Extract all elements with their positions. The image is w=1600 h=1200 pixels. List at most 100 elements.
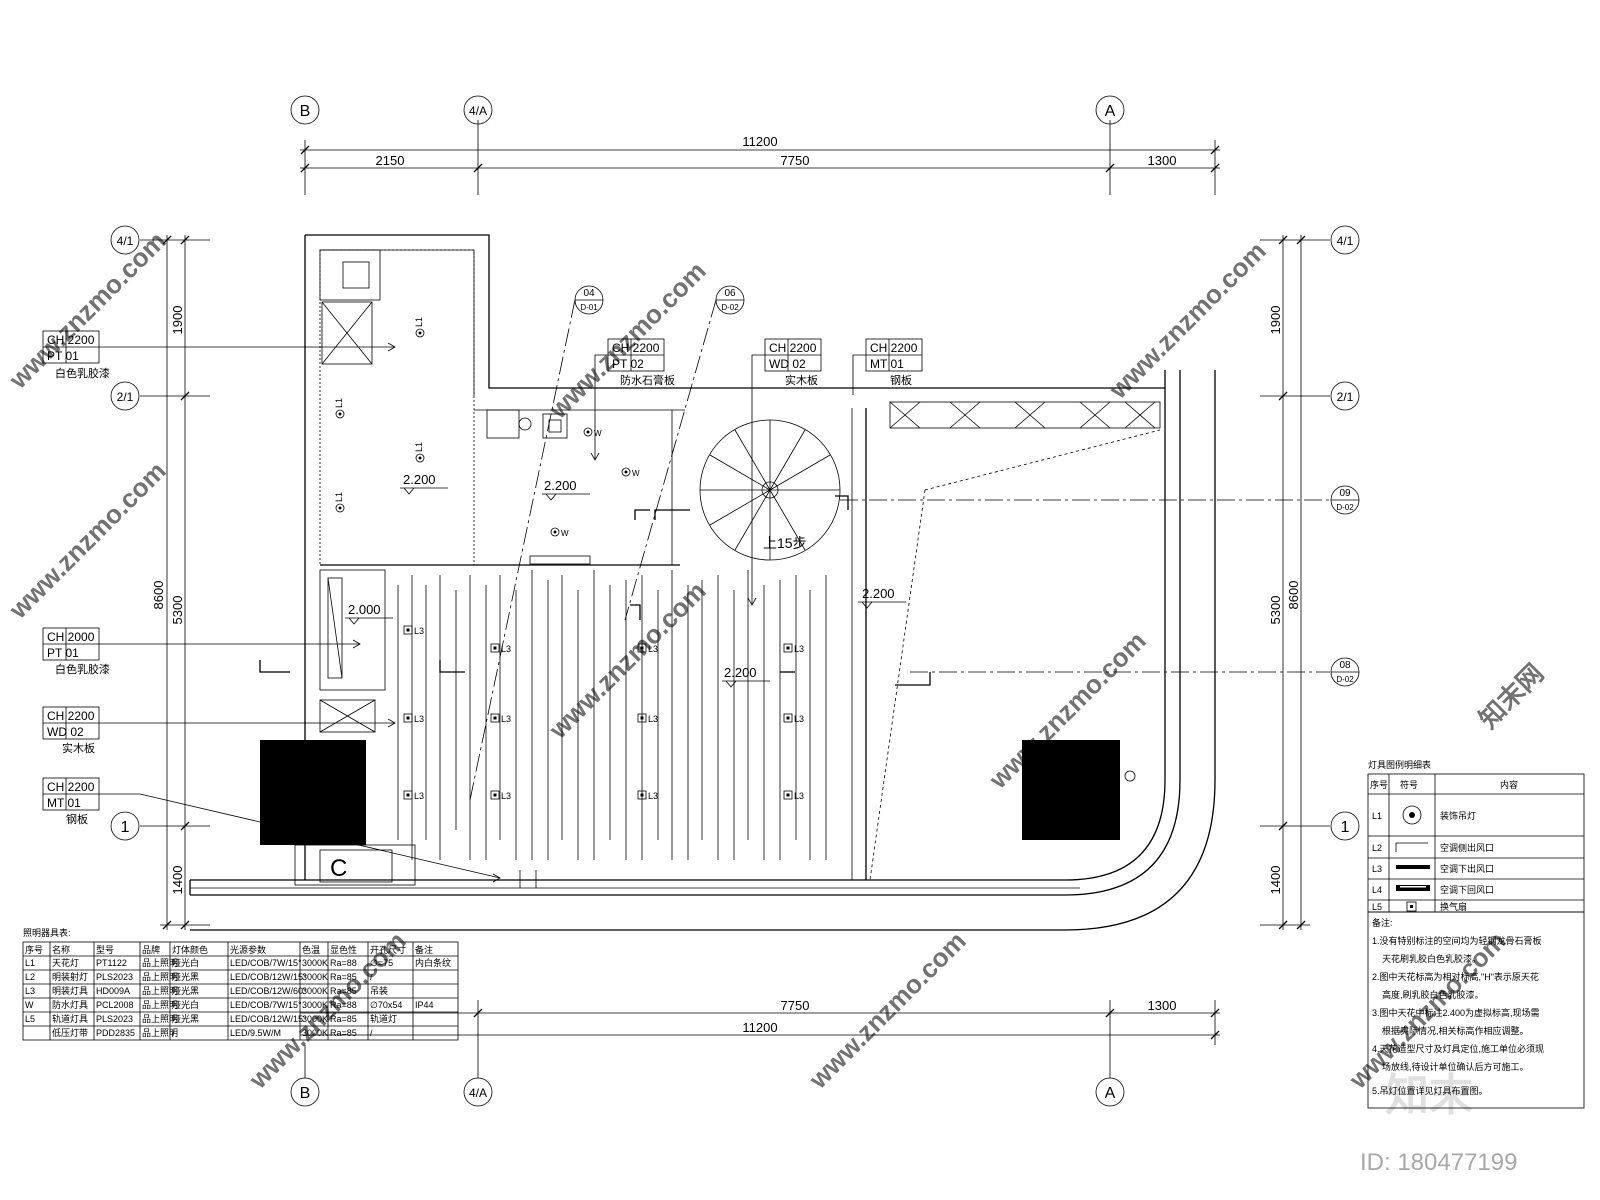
dim-bottom-seg3: 1300 xyxy=(1148,998,1177,1013)
dim-right-1400: 1400 xyxy=(1268,866,1283,895)
note-line: 1.没有特别标注的空间均为轻钢龙骨石膏板 xyxy=(1372,935,1542,946)
exhaust-fan-icon: L3 xyxy=(783,643,804,654)
fixture-table-cell: / xyxy=(370,972,373,982)
svg-text:白色乳胶漆: 白色乳胶漆 xyxy=(55,662,110,676)
note-line: 5.吊灯位置详见灯具布置图。 xyxy=(1372,1085,1488,1096)
fixture-table-title: 照明器具表: xyxy=(23,927,71,938)
svg-text:白色乳胶漆: 白色乳胶漆 xyxy=(55,366,110,380)
watermark-text: 知末网 xyxy=(1473,658,1549,734)
svg-text:L3: L3 xyxy=(501,644,511,654)
fixture-table-cell: Ra=85 xyxy=(330,1028,357,1038)
pendant-light-icon: L1 xyxy=(334,398,345,419)
legend-desc: 空调下回风口 xyxy=(1440,884,1494,895)
column-block-left xyxy=(260,740,366,845)
dim-top-seg3: 1300 xyxy=(1148,153,1177,168)
fixture-table-cell: 3000K xyxy=(302,972,328,982)
svg-text:MT 01: MT 01 xyxy=(47,796,81,810)
fixture-table-cell: 哑光黑 xyxy=(172,1013,199,1024)
grid-bubble-41-right: 4/1 xyxy=(1330,225,1360,255)
level-marker: 2.200 xyxy=(542,478,590,501)
exhaust-fan-icon: L3 xyxy=(783,790,804,801)
exhaust-fan-icon: L3 xyxy=(637,713,658,724)
exhaust-fan-icon: L3 xyxy=(490,713,511,724)
svg-text:L1: L1 xyxy=(334,492,344,502)
material-tag-pt02: CH 2200 PT 02 防水石膏板 xyxy=(590,338,675,461)
svg-text:L3: L3 xyxy=(414,714,424,724)
fixture-table-header: 光源参数 xyxy=(230,944,266,955)
dim-right-5300: 5300 xyxy=(1268,596,1283,625)
door-swing-a: C xyxy=(330,855,347,882)
fixture-table-cell: 品上照明 xyxy=(142,972,178,982)
fixture-table-cell: ∅70x54 xyxy=(370,1000,402,1010)
svg-text:A: A xyxy=(1105,103,1116,120)
svg-text:1: 1 xyxy=(1341,819,1350,836)
fixture-table-cell: 3000K xyxy=(302,958,328,968)
note-line: 场放线,待设计单位确认后方可施工。 xyxy=(1382,1061,1529,1072)
section-mark-08: 08 D-02 xyxy=(910,657,1360,687)
fixture-table-cell: Ra=85 xyxy=(330,1014,357,1024)
fixture-table-cell: 吊装 xyxy=(370,985,388,996)
fixture-table-cell: 明装射灯 xyxy=(52,971,88,982)
svg-text:L3: L3 xyxy=(501,714,511,724)
svg-text:4/1: 4/1 xyxy=(1337,234,1354,248)
fixture-table-header: 灯体颜色 xyxy=(172,944,208,955)
fixture-table-cell: PCL2008 xyxy=(96,1000,134,1010)
fixture-table-cell: LED/COB/12W/60° xyxy=(230,986,307,996)
grid-bubble-4a-bottom: 4/A xyxy=(463,1045,493,1107)
fixture-table-cell: LED/COB/12W/15° xyxy=(230,1014,307,1024)
fixture-table-header: 色温 xyxy=(302,944,320,955)
svg-text:2.000: 2.000 xyxy=(348,602,381,617)
legend-desc: 换气扇 xyxy=(1440,901,1467,912)
svg-text:2.200: 2.200 xyxy=(403,472,436,487)
exhaust-fan-icon xyxy=(1406,901,1417,912)
fixture-table-cell: 品上照明 xyxy=(142,1000,178,1010)
exhaust-fan-icon: L3 xyxy=(403,625,424,636)
notes-title: 备注: xyxy=(1372,917,1393,928)
svg-text:CH 2200: CH 2200 xyxy=(47,333,95,347)
exhaust-fan-icon: L3 xyxy=(403,790,424,801)
supply-vent-icon xyxy=(1396,865,1430,869)
svg-text:MT 01: MT 01 xyxy=(870,357,904,371)
legend-desc: 装饰吊灯 xyxy=(1440,810,1476,821)
fixture-table-cell: LED/COB/12W/15° xyxy=(230,972,307,982)
exhaust-fan-icon: L3 xyxy=(637,790,658,801)
grid-bubble-21-left: 2/1 xyxy=(110,381,140,411)
svg-text:L3: L3 xyxy=(648,714,658,724)
legend-header: 序号 xyxy=(1370,779,1388,790)
svg-text:L1: L1 xyxy=(334,398,344,408)
watermark-text: www.znzmo.com xyxy=(802,926,971,1095)
fixture-table-cell: 3000K xyxy=(302,1028,328,1038)
note-line: 3.图中天花中标注2.400为虚拟标高,现场需 xyxy=(1372,1007,1540,1018)
left-dimensions: 8600 1900 5300 1400 xyxy=(140,235,210,930)
svg-text:CH 2000: CH 2000 xyxy=(47,630,95,644)
dim-bottom-seg2: 7750 xyxy=(781,998,810,1013)
legend-code: L1 xyxy=(1372,811,1382,821)
svg-text:CH 2200: CH 2200 xyxy=(47,780,95,794)
fixture-table-cell: 轨道灯具 xyxy=(52,1013,88,1024)
legend-desc: 空调下出风口 xyxy=(1440,863,1494,874)
svg-text:B: B xyxy=(300,103,311,120)
dim-bottom-total: 11200 xyxy=(742,1020,777,1035)
fixture-table-cell: LED/COB/7W/15° xyxy=(230,958,302,968)
dim-left-total: 8600 xyxy=(151,581,166,610)
exhaust-fan-icon: L3 xyxy=(403,713,424,724)
watermark-text: www.znzmo.com xyxy=(542,576,711,745)
grid-bubble-21-right: 2/1 xyxy=(1330,381,1360,411)
svg-text:4/1: 4/1 xyxy=(117,234,134,248)
fixture-table-header: 开孔尺寸 xyxy=(370,944,406,955)
grid-bubble-1-left: 1 xyxy=(110,811,140,841)
stair-label: 上15步 xyxy=(763,535,807,551)
wood-slat-ceiling xyxy=(397,570,827,860)
pendant-light-icon: L1 xyxy=(414,317,425,338)
svg-text:L1: L1 xyxy=(414,317,424,327)
material-tag-wd02-left: CH 2200 WD 02 实木板 xyxy=(42,706,396,755)
level-marker: 2.200 xyxy=(400,472,448,495)
fixture-table-header: 品牌 xyxy=(142,944,160,955)
svg-text:PT 01: PT 01 xyxy=(47,349,79,363)
svg-text:WD 02: WD 02 xyxy=(769,357,806,371)
legend-code: L3 xyxy=(1372,864,1382,874)
material-tag-pt01-b: CH 2000 PT 01 白色乳胶漆 xyxy=(42,627,361,676)
legend-desc: 空调侧出风口 xyxy=(1440,842,1494,853)
svg-text:08: 08 xyxy=(1339,660,1351,671)
